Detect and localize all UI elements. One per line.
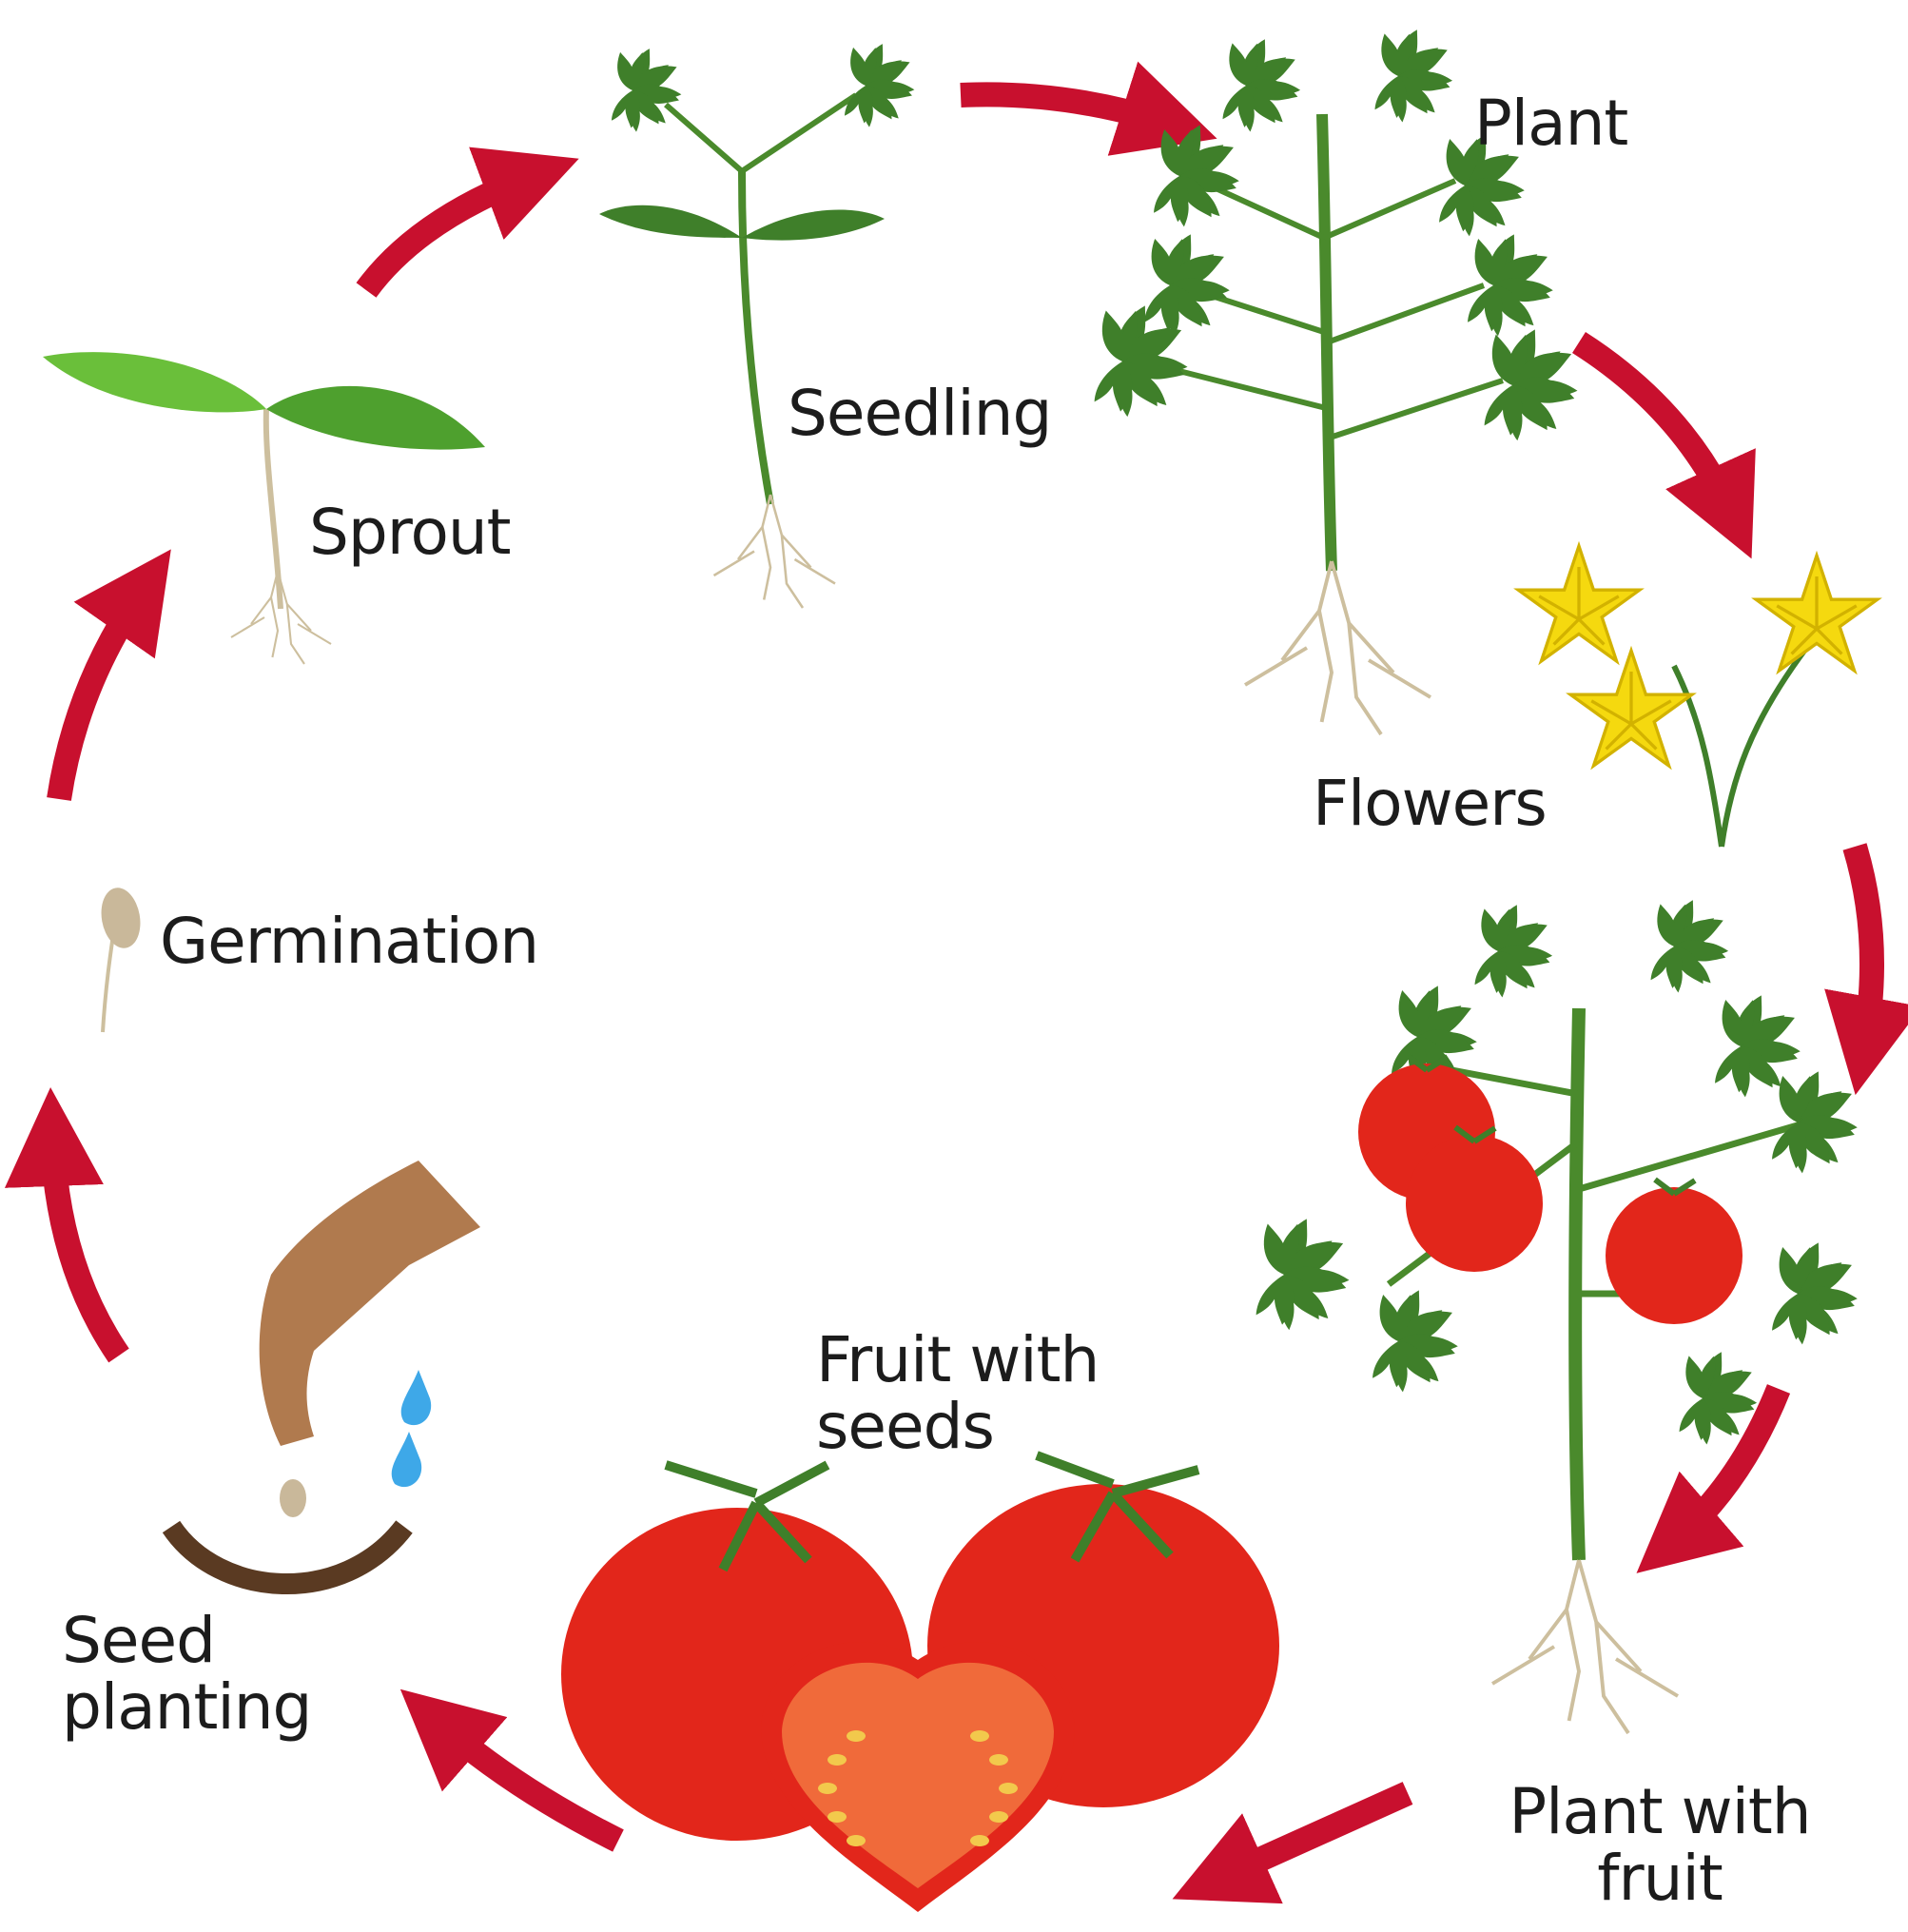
stage-label-sprout: Sprout xyxy=(309,499,511,566)
stage-label-line: Fruit with xyxy=(816,1327,1099,1394)
arrow-seedplanting-to-germination xyxy=(52,1137,119,1356)
stage-label-line: seeds xyxy=(816,1394,1099,1460)
stage-label-plant-with-fruit: Plant with fruit xyxy=(1498,1779,1821,1912)
stage-label-line: fruit xyxy=(1498,1845,1821,1912)
germinating-seed xyxy=(97,885,146,1032)
water-drops xyxy=(392,1370,431,1487)
arrow-sprout-to-seedling xyxy=(366,176,533,290)
arrow-fruit-to-harvest xyxy=(1217,1793,1408,1879)
stage-label-seedling: Seedling xyxy=(788,381,1051,447)
stage-label-line: planting xyxy=(62,1674,311,1741)
seed-planting-illustration xyxy=(171,1161,480,1593)
stage-label-germination: Germination xyxy=(160,908,538,975)
stage-label-plant: Plant xyxy=(1474,90,1627,157)
stage-label-line: Plant with xyxy=(1498,1779,1821,1845)
seedling-illustration xyxy=(599,41,920,608)
arrow-flowers-to-fruitplant xyxy=(1855,847,1872,1046)
fruit-with-seeds-illustration xyxy=(561,1455,1279,1912)
stage-label-seed-planting: Seed planting xyxy=(62,1608,311,1741)
plant-with-fruit-illustration xyxy=(1255,896,1863,1733)
stage-label-line: Seed xyxy=(62,1608,311,1674)
arrow-seedling-to-plant xyxy=(961,94,1170,124)
stage-label-fruit-with-seeds: Fruit with seeds xyxy=(816,1327,1099,1460)
arrow-germination-to-sprout xyxy=(59,590,143,799)
arrow-plant-to-flowers xyxy=(1579,342,1731,514)
stage-label-flowers: Flowers xyxy=(1313,771,1547,837)
flowers-illustration xyxy=(1518,546,1878,847)
hand xyxy=(260,1161,480,1446)
